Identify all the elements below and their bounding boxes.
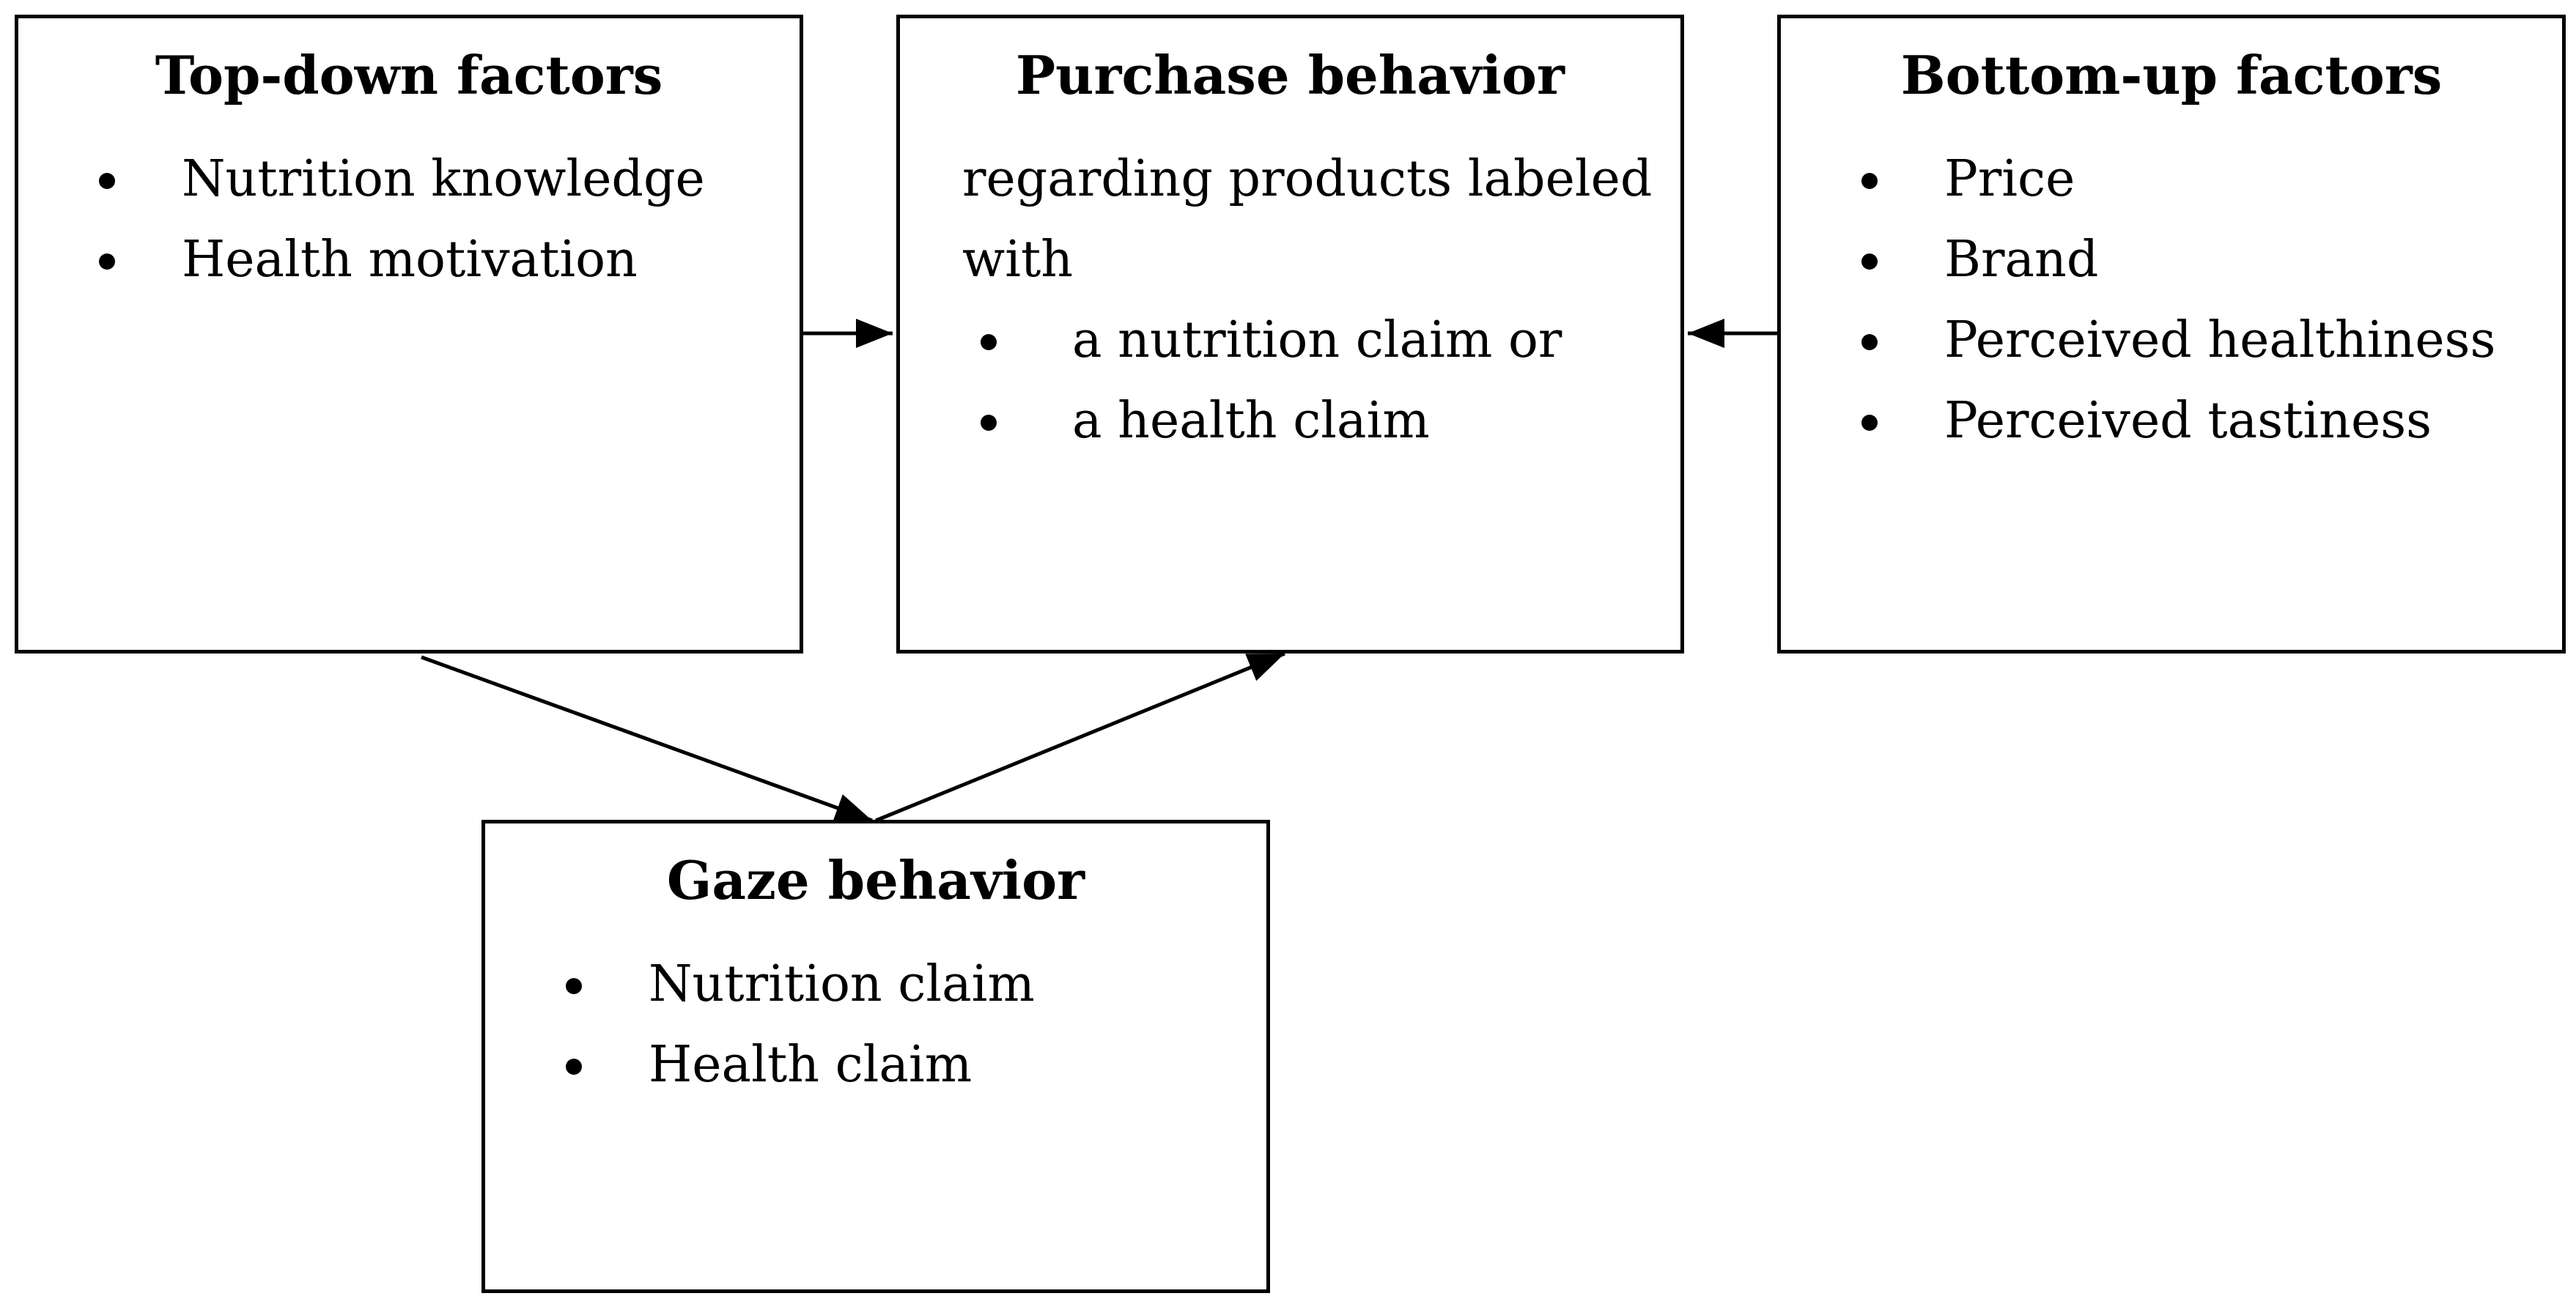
top-down-factors-title: Top-down factors — [155, 44, 663, 106]
list-item: a nutrition claim or — [981, 300, 1562, 381]
list-item: Perceived tastiness — [1861, 381, 2495, 462]
list-item: a health claim — [981, 381, 1562, 462]
list-item: Price — [1861, 139, 2495, 220]
bottom-up-factors-title: Bottom-up factors — [1900, 44, 2443, 106]
arrow-top-down-to-gaze — [421, 655, 873, 823]
purchase-behavior-title: Purchase behavior — [1016, 44, 1565, 106]
list-item: Brand — [1861, 220, 2495, 300]
list-item: Perceived healthiness — [1861, 300, 2495, 381]
gaze-behavior-box: Gaze behavior Nutrition claim Health cla… — [481, 820, 1270, 1293]
purchase-behavior-description: regarding products labeled with — [962, 139, 1652, 300]
list-item: Nutrition claim — [566, 944, 1035, 1025]
description-line: with — [962, 231, 1074, 289]
gaze-behavior-title: Gaze behavior — [666, 849, 1085, 911]
description-line: regarding products labeled — [962, 150, 1653, 208]
list-item: Health motivation — [99, 220, 705, 300]
top-down-factors-box: Top-down factors Nutrition knowledge Hea… — [15, 15, 803, 654]
gaze-behavior-list: Nutrition claim Health claim — [566, 944, 1035, 1106]
list-item: Nutrition knowledge — [99, 139, 705, 220]
list-item: Health claim — [566, 1025, 1035, 1106]
bottom-up-factors-box: Bottom-up factors Price Brand Perceived … — [1777, 15, 2566, 654]
bottom-up-factors-list: Price Brand Perceived healthiness Percei… — [1861, 139, 2495, 462]
purchase-behavior-box: Purchase behavior regarding products lab… — [896, 15, 1684, 654]
arrow-gaze-to-purchase — [875, 651, 1285, 823]
claim-type-list: a nutrition claim or a health claim — [981, 300, 1562, 462]
top-down-factors-list: Nutrition knowledge Health motivation — [99, 139, 705, 300]
